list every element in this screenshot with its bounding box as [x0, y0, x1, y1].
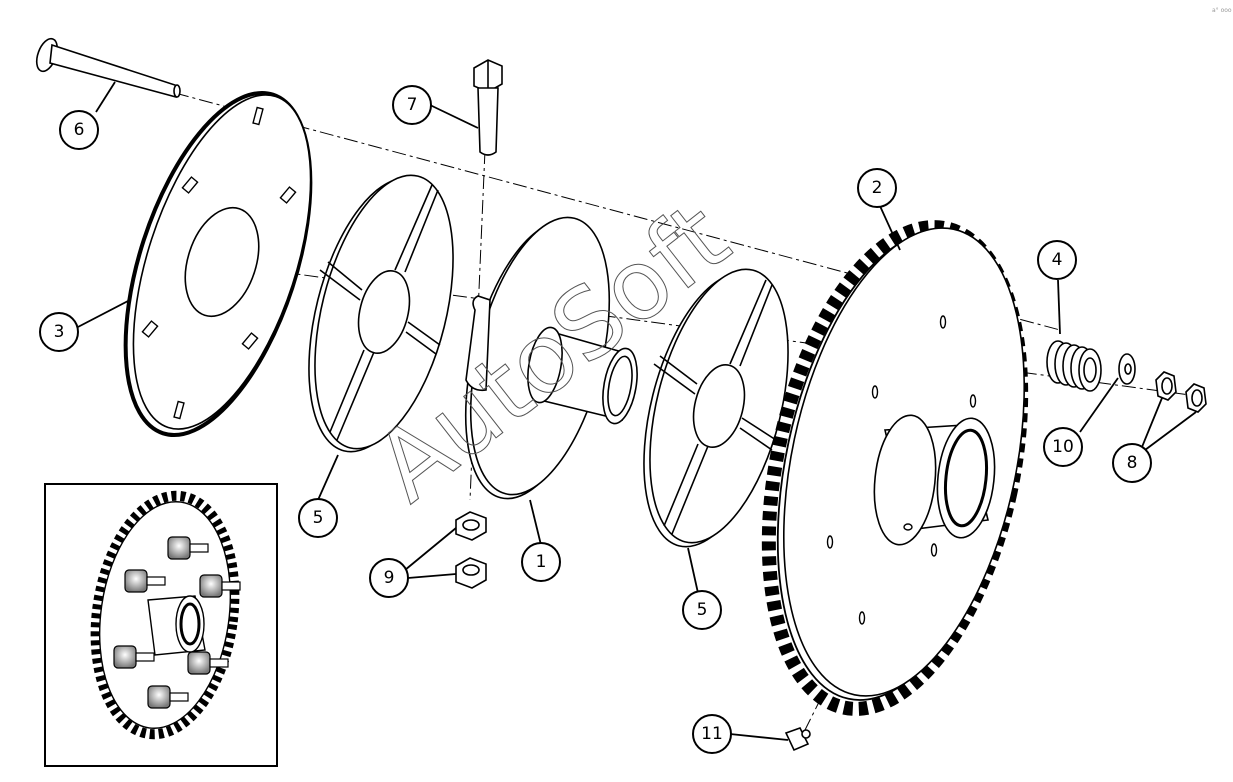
callout-5-left-label: 5	[313, 508, 324, 528]
nuts-part-9	[455, 511, 487, 589]
callout-3-label: 3	[54, 322, 65, 342]
callout-9-label: 9	[384, 568, 395, 588]
callout-8-label: 8	[1127, 453, 1138, 473]
callout-5-left: 5	[298, 498, 338, 538]
corner-mark: a° ooo	[1212, 7, 1232, 14]
callout-11: 11	[692, 714, 732, 754]
callout-9: 9	[369, 558, 409, 598]
friction-disc-part-5-right	[643, 268, 789, 548]
callout-2-label: 2	[872, 178, 883, 198]
callout-7-label: 7	[407, 95, 418, 115]
callout-7: 7	[392, 85, 432, 125]
callout-10: 10	[1043, 427, 1083, 467]
callout-5-right-label: 5	[697, 600, 708, 620]
friction-disc-part-5-left	[308, 174, 454, 453]
assembled-view-inset	[44, 483, 278, 767]
nuts-part-8	[1155, 371, 1207, 413]
callout-8: 8	[1112, 443, 1152, 483]
callout-10-label: 10	[1052, 437, 1074, 457]
hex-bolt-part-7	[473, 59, 503, 156]
hub-disc-part-1	[464, 216, 638, 500]
callout-4-label: 4	[1052, 250, 1063, 270]
callout-2: 2	[857, 168, 897, 208]
callout-11-label: 11	[701, 724, 723, 744]
callout-6-label: 6	[74, 120, 85, 140]
grease-fitting-part-11	[784, 727, 811, 752]
callout-6: 6	[59, 110, 99, 150]
callout-4: 4	[1037, 240, 1077, 280]
spring-part-4	[1046, 340, 1102, 392]
callout-1: 1	[521, 542, 561, 582]
washer-part-10	[1118, 353, 1136, 385]
callout-3: 3	[39, 312, 79, 352]
carriage-bolt-part-6	[35, 37, 181, 98]
callout-5-right: 5	[682, 590, 722, 630]
leader-lines	[75, 81, 1197, 741]
plate-disc-part-3	[123, 91, 313, 437]
sprocket-part-2	[761, 220, 1029, 716]
callout-1-label: 1	[536, 552, 547, 572]
